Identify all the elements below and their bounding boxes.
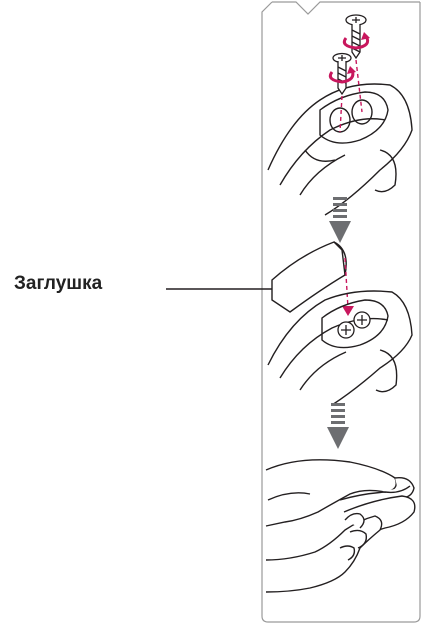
step-1-screw-drawing: [268, 84, 412, 215]
screw-head-icon: [338, 312, 370, 338]
hands-drawing: [266, 460, 415, 592]
next-step-arrow-icon: [329, 197, 351, 243]
next-step-arrow-icon: [327, 403, 349, 449]
cap-drawing: [272, 242, 346, 312]
panel-border: [262, 2, 420, 622]
